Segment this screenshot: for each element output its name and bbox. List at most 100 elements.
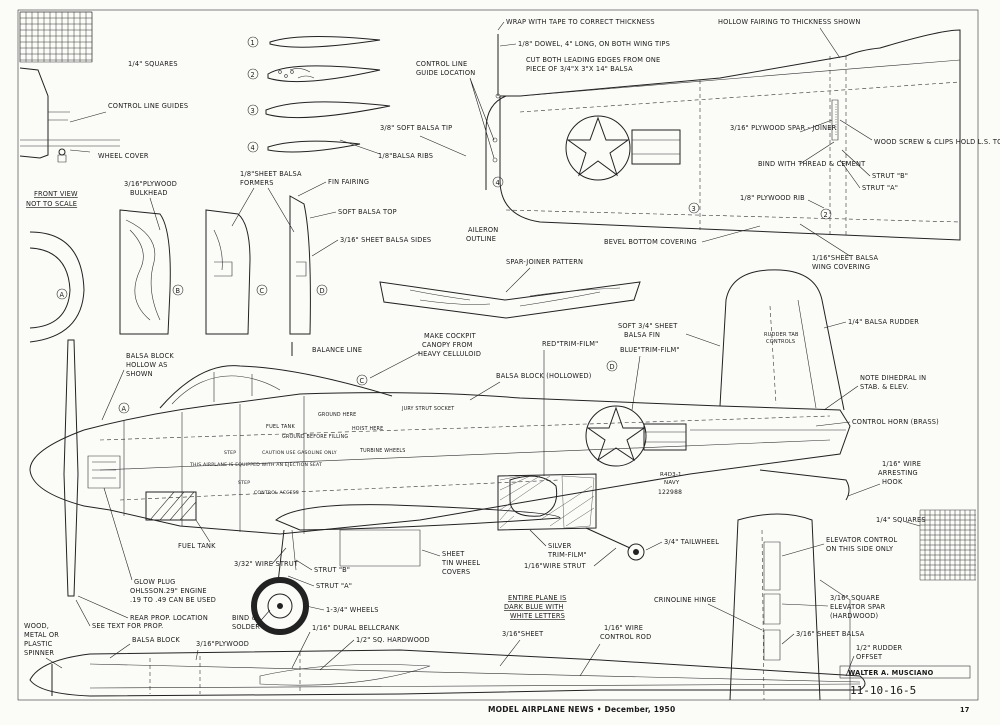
label-cockpit-canopy-2: CANOPY FROM bbox=[422, 341, 473, 349]
label-balsa-block-hollow-2: HOLLOW AS bbox=[126, 361, 168, 369]
label-balsa-block-hollow-1: BALSA BLOCK bbox=[126, 352, 174, 360]
label-cut-leading-2: PIECE OF 3/4"X 3"X 14" BALSA bbox=[526, 65, 633, 73]
label-control-horn: CONTROL HORN (BRASS) bbox=[852, 418, 939, 426]
label-plywood-316: 3/16"PLYWOOD bbox=[196, 640, 249, 648]
label-spinner-1: WOOD, bbox=[24, 622, 49, 630]
svg-text:3: 3 bbox=[692, 205, 696, 213]
label-dowel: 1/8" DOWEL, 4" LONG, ON BOTH WING TIPS bbox=[518, 40, 670, 48]
label-rudder-tab-2: CONTROLS bbox=[766, 339, 795, 345]
label-bevel-bottom: BEVEL BOTTOM COVERING bbox=[604, 238, 697, 246]
label-r4d: R4D3-1 bbox=[660, 472, 682, 478]
fuselage-star-insignia bbox=[585, 405, 687, 467]
former-d: D bbox=[289, 195, 328, 335]
label-plywood-rib: 1/8" PLYWOOD RIB bbox=[740, 194, 805, 202]
spar-joiner-pattern bbox=[379, 281, 641, 319]
wing-star-insignia bbox=[565, 115, 681, 181]
label-spar-joiner-ply: 3/16" PLYWOOD SPAR - JOINER bbox=[730, 124, 837, 132]
label-strut-b: STRUT "B" bbox=[314, 566, 350, 574]
svg-text:2: 2 bbox=[251, 71, 255, 79]
label-note-dihedral-1: NOTE DIHEDRAL IN bbox=[860, 374, 926, 382]
label-wing-covering-2: WING COVERING bbox=[812, 263, 870, 271]
former-a: A bbox=[29, 231, 85, 343]
label-balsa-block-hollow-3: SHOWN bbox=[126, 370, 153, 378]
svg-text:D: D bbox=[320, 287, 325, 295]
label-wrap-tape: WRAP WITH TAPE TO CORRECT THICKNESS bbox=[506, 18, 655, 26]
label-red-trim: RED"TRIM-FILM" bbox=[542, 340, 598, 348]
svg-text:A: A bbox=[60, 291, 65, 299]
label-ply-bulkhead-2: BULKHEAD bbox=[130, 189, 168, 197]
rib-4: 4 bbox=[247, 140, 361, 153]
label-rudder-offset-1: 1/2" RUDDER bbox=[856, 644, 902, 652]
label-wire-control-rod-2: CONTROL ROD bbox=[600, 633, 651, 641]
label-fin-fairing: FIN FAIRING bbox=[328, 178, 369, 186]
label-glow-plug-2: OHLSSON.29" ENGINE bbox=[130, 587, 207, 595]
label-control-line-guides-1: CONTROL LINE GUIDES bbox=[108, 102, 188, 110]
former-b-bulkhead: B bbox=[119, 209, 184, 335]
label-elevator-control-1: ELEVATOR CONTROL bbox=[826, 536, 898, 544]
label-wheel-cover: WHEEL COVER bbox=[98, 152, 149, 160]
label-step-1: STEP bbox=[224, 450, 236, 456]
label-cut-leading-1: CUT BOTH LEADING EDGES FROM ONE bbox=[526, 56, 660, 64]
former-c: C bbox=[205, 209, 268, 335]
label-sheet-sides: 3/16" SHEET BALSA SIDES bbox=[340, 236, 431, 244]
label-arresting-hook-1: 1/16" WIRE bbox=[882, 460, 921, 468]
label-entire-plane-3: WHITE LETTERS bbox=[510, 612, 565, 620]
label-strut-a-top: STRUT "A" bbox=[862, 184, 898, 192]
label-tailwheel: 3/4" TAILWHEEL bbox=[664, 538, 719, 546]
label-sheet-tin-1: SHEET bbox=[442, 550, 465, 558]
rib-2: 2 bbox=[247, 65, 381, 83]
label-blue-trim: BLUE"TRIM-FILM" bbox=[620, 346, 680, 354]
label-rudder-offset-2: OFFSET bbox=[856, 653, 883, 661]
label-step-2: STEP bbox=[238, 480, 250, 486]
label-strut-b-top: STRUT "B" bbox=[872, 172, 908, 180]
label-see-text: SEE TEXT FOR PROP. bbox=[92, 622, 163, 630]
svg-text:2: 2 bbox=[824, 211, 828, 219]
rib-3: 3 bbox=[247, 101, 391, 119]
label-author: WALTER A. MUSCIANO bbox=[848, 669, 934, 677]
svg-text:A: A bbox=[122, 405, 127, 413]
label-wire-strut: 3/32" WIRE STRUT bbox=[234, 560, 299, 568]
label-elevator-spar-3: (HARDWOOD) bbox=[830, 612, 878, 620]
label-balsa-rudder: 1/4" BALSA RUDDER bbox=[848, 318, 919, 326]
label-footer: MODEL AIRPLANE NEWS • December, 1950 bbox=[488, 705, 675, 714]
label-elevator-control-2: ON THIS SIDE ONLY bbox=[826, 545, 894, 553]
svg-text:D: D bbox=[610, 363, 615, 371]
label-balsa-tip: 3/8" SOFT BALSA TIP bbox=[380, 124, 452, 132]
label-squares-top: 1/4" SQUARES bbox=[128, 60, 178, 68]
label-glow-plug-1: GLOW PLUG bbox=[134, 578, 175, 586]
label-cockpit-canopy-1: MAKE COCKPIT bbox=[424, 332, 477, 340]
label-elevator-spar-2: ELEVATOR SPAR bbox=[830, 603, 886, 611]
rib-sections: 1 2 3 4 bbox=[247, 35, 391, 153]
label-entire-plane-1: ENTIRE PLANE IS bbox=[508, 594, 567, 602]
label-wire-control-rod-1: 1/16" WIRE bbox=[604, 624, 643, 632]
label-balsa-ribs: 1/8"BALSA RIBS bbox=[378, 152, 433, 160]
label-sheet-tin-2: TIN WHEEL bbox=[441, 559, 480, 567]
label-wood-screw: WOOD SCREW & CLIPS HOLD L.S. TO SPAR bbox=[874, 138, 1000, 146]
label-control-line-guide-location-2: GUIDE LOCATION bbox=[416, 69, 475, 77]
wing-plan-view: 4 3 2 bbox=[485, 29, 961, 241]
label-silver-trim-2: TRIM-FILM" bbox=[547, 551, 587, 559]
label-ground-here: GROUND HERE bbox=[318, 412, 356, 418]
label-jury-strut: JURY STRUT SOCKET bbox=[401, 406, 454, 412]
label-squares-right: 1/4" SQUARES bbox=[876, 516, 926, 524]
label-ply-bulkhead-1: 3/16"PLYWOOD bbox=[124, 180, 177, 188]
label-navy: NAVY bbox=[664, 480, 680, 486]
label-bind-solder-2: SOLDER bbox=[232, 623, 260, 631]
author-box bbox=[839, 665, 971, 679]
svg-text:B: B bbox=[176, 287, 181, 295]
label-balance-line: BALANCE LINE bbox=[312, 346, 362, 354]
label-wire-strut-16: 1/16"WIRE STRUT bbox=[524, 562, 587, 570]
label-control-access: CONTROL ACCESS bbox=[254, 490, 299, 496]
label-not-to-scale: NOT TO SCALE bbox=[26, 200, 77, 208]
label-bind-solder-1: BIND & bbox=[232, 614, 257, 622]
label-aileron-outline-1: AILERON bbox=[468, 226, 498, 234]
label-front-view: FRONT VIEW bbox=[34, 190, 78, 198]
label-airplane-equipped: THIS AIRPLANE IS EQUIPPED WITH AN EJECTI… bbox=[189, 462, 322, 468]
label-ground-before: GROUND BEFORE FILLING bbox=[282, 434, 348, 440]
label-page-number: 17 bbox=[960, 706, 970, 714]
squares-grid-right bbox=[919, 509, 976, 581]
label-wing-covering-1: 1/16"SHEET BALSA bbox=[812, 254, 878, 262]
fuselage-top-view bbox=[29, 649, 866, 697]
label-soft-balsa-top: SOFT BALSA TOP bbox=[338, 208, 397, 216]
